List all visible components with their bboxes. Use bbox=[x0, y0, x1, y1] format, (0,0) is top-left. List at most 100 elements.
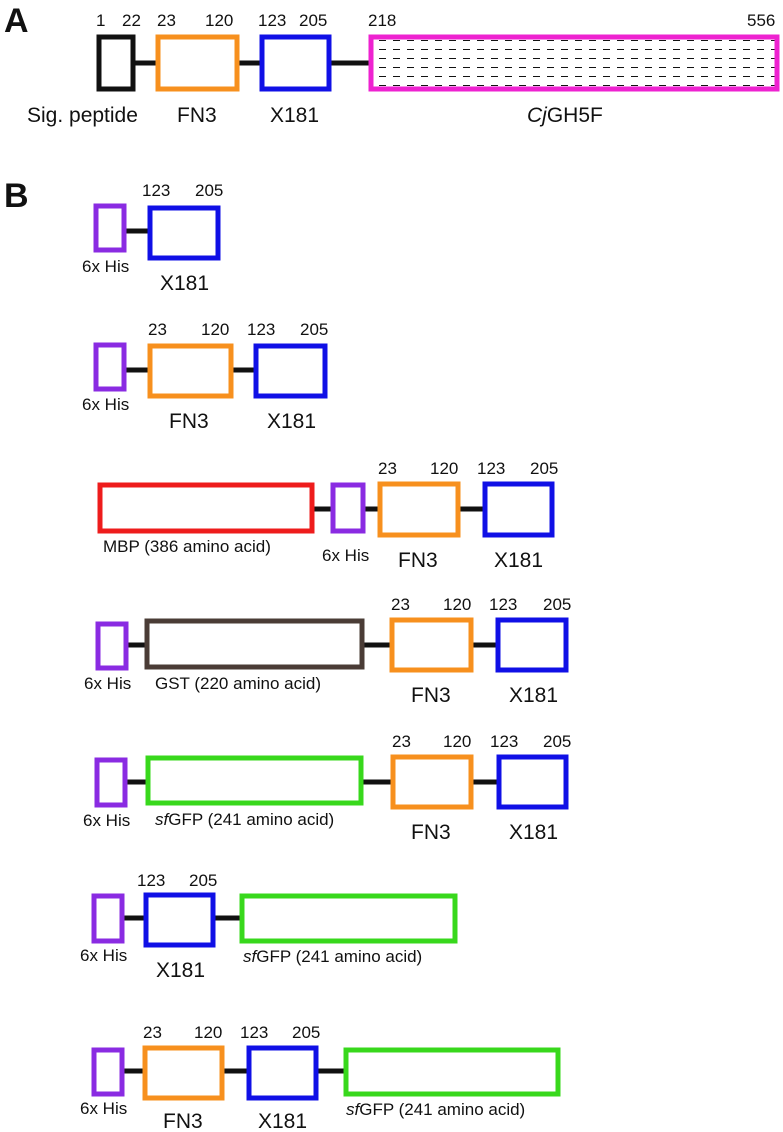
his-tag-label: 6x His bbox=[82, 257, 129, 276]
sfgfp-label-rest: GFP (241 amino acid) bbox=[168, 810, 334, 829]
fn3-domain bbox=[155, 34, 240, 92]
gh5f-start-number: 218 bbox=[368, 11, 396, 30]
fn3-end-number: 120 bbox=[194, 1023, 222, 1042]
construct-b7: 23 120 123 205 6x His FN3 X181 sfGFP (24… bbox=[80, 1023, 561, 1132]
fn3-label: FN3 bbox=[163, 1110, 203, 1132]
cjgh5f-label-italic: Cj bbox=[527, 104, 548, 127]
sfgfp-label-italic: sf bbox=[155, 810, 171, 829]
x181-start-number: 123 bbox=[240, 1023, 268, 1042]
x181-label: X181 bbox=[258, 1110, 307, 1132]
sfgfp-label: sfGFP (241 amino acid) bbox=[155, 810, 334, 829]
panel-letter-b: B bbox=[4, 177, 29, 215]
construct-b1: 123 205 6x His X181 bbox=[82, 181, 223, 295]
his-tag-label: 6x His bbox=[322, 546, 369, 565]
cjgh5f-label-rest: GH5F bbox=[547, 104, 603, 127]
mbp-domain bbox=[97, 482, 315, 534]
panel-letter-a: A bbox=[4, 2, 29, 40]
fn3-end-number: 120 bbox=[201, 320, 229, 339]
his-tag bbox=[91, 893, 125, 944]
sfgfp-label-italic: sf bbox=[346, 1100, 362, 1119]
sig-peptide-label: Sig. peptide bbox=[27, 104, 138, 127]
fn3-domain bbox=[147, 343, 234, 399]
fn3-domain bbox=[377, 481, 461, 538]
fn3-label: FN3 bbox=[411, 821, 451, 844]
fn3-start-number: 23 bbox=[148, 320, 167, 339]
x181-domain bbox=[253, 343, 328, 399]
fn3-start-number: 23 bbox=[391, 595, 410, 614]
x181-start-number: 123 bbox=[490, 732, 518, 751]
sfgfp-domain bbox=[145, 755, 364, 806]
x181-start-number: 123 bbox=[258, 11, 286, 30]
x181-label: X181 bbox=[270, 104, 319, 127]
gst-domain bbox=[144, 618, 365, 670]
his-tag bbox=[91, 1047, 125, 1097]
x181-start-number: 123 bbox=[489, 595, 517, 614]
fn3-domain bbox=[389, 617, 474, 673]
x181-label: X181 bbox=[156, 959, 205, 982]
construct-b2: 23 120 123 205 6x His FN3 X181 bbox=[82, 320, 328, 433]
x181-label: X181 bbox=[509, 684, 558, 707]
his-tag bbox=[330, 482, 366, 534]
x181-end-number: 205 bbox=[543, 595, 571, 614]
fn3-label: FN3 bbox=[411, 684, 451, 707]
fn3-start-number: 23 bbox=[378, 459, 397, 478]
x181-label: X181 bbox=[160, 272, 209, 295]
x181-label: X181 bbox=[494, 549, 543, 572]
x181-domain bbox=[147, 205, 221, 261]
construct-b3: 23 120 123 205 MBP (386 amino acid) 6x H… bbox=[97, 459, 558, 572]
sfgfp-label-rest: GFP (241 amino acid) bbox=[256, 947, 422, 966]
x181-end-number: 205 bbox=[300, 320, 328, 339]
x181-domain bbox=[496, 754, 569, 810]
x181-domain bbox=[246, 1045, 319, 1101]
sfgfp-label-italic: sf bbox=[243, 947, 259, 966]
x181-start-number: 123 bbox=[142, 181, 170, 200]
fn3-end-number: 120 bbox=[443, 595, 471, 614]
construct-b5: 23 120 123 205 6x His sfGFP (241 amino a… bbox=[83, 732, 571, 844]
his-tag bbox=[93, 203, 127, 253]
fn3-label: FN3 bbox=[398, 549, 438, 572]
construct-b6: 123 205 6x His X181 sfGFP (241 amino aci… bbox=[80, 871, 458, 982]
sfgfp-label: sfGFP (241 amino acid) bbox=[243, 947, 422, 966]
his-tag-label: 6x His bbox=[80, 946, 127, 965]
x181-end-number: 205 bbox=[530, 459, 558, 478]
mbp-label: MBP (386 amino acid) bbox=[103, 537, 271, 556]
x181-domain bbox=[259, 34, 332, 92]
fn3-label: FN3 bbox=[169, 410, 209, 433]
his-tag-label: 6x His bbox=[84, 674, 131, 693]
fn3-end-number: 120 bbox=[205, 11, 233, 30]
x181-start-number: 123 bbox=[247, 320, 275, 339]
x181-domain bbox=[495, 617, 569, 673]
fn3-start-number: 23 bbox=[392, 732, 411, 751]
his-tag-label: 6x His bbox=[83, 811, 130, 830]
sfgfp-label: sfGFP (241 amino acid) bbox=[346, 1100, 525, 1119]
signal-peptide-domain bbox=[96, 34, 136, 92]
sig-start-number: 1 bbox=[96, 11, 105, 30]
x181-domain bbox=[482, 481, 555, 538]
fn3-start-number: 23 bbox=[157, 11, 176, 30]
sig-end-number: 22 bbox=[122, 11, 141, 30]
cjgh5f-label: CjGH5F bbox=[527, 104, 603, 127]
his-tag-label: 6x His bbox=[82, 395, 129, 414]
x181-start-number: 123 bbox=[137, 871, 165, 890]
fn3-label: FN3 bbox=[177, 104, 217, 127]
fn3-end-number: 120 bbox=[430, 459, 458, 478]
his-tag-label: 6x His bbox=[80, 1099, 127, 1118]
x181-start-number: 123 bbox=[477, 459, 505, 478]
fn3-domain bbox=[142, 1045, 225, 1101]
sfgfp-label-rest: GFP (241 amino acid) bbox=[359, 1100, 525, 1119]
x181-end-number: 205 bbox=[189, 871, 217, 890]
x181-end-number: 205 bbox=[195, 181, 223, 200]
fn3-start-number: 23 bbox=[143, 1023, 162, 1042]
his-tag bbox=[95, 621, 129, 671]
sfgfp-domain bbox=[343, 1047, 561, 1097]
x181-domain bbox=[143, 892, 216, 948]
fn3-end-number: 120 bbox=[443, 732, 471, 751]
x181-end-number: 205 bbox=[543, 732, 571, 751]
cjgh5f-domain bbox=[368, 34, 780, 92]
gst-label: GST (220 amino acid) bbox=[155, 674, 321, 693]
x181-end-number: 205 bbox=[299, 11, 327, 30]
x181-label: X181 bbox=[267, 410, 316, 433]
fn3-domain bbox=[390, 754, 474, 810]
his-tag bbox=[93, 342, 127, 392]
